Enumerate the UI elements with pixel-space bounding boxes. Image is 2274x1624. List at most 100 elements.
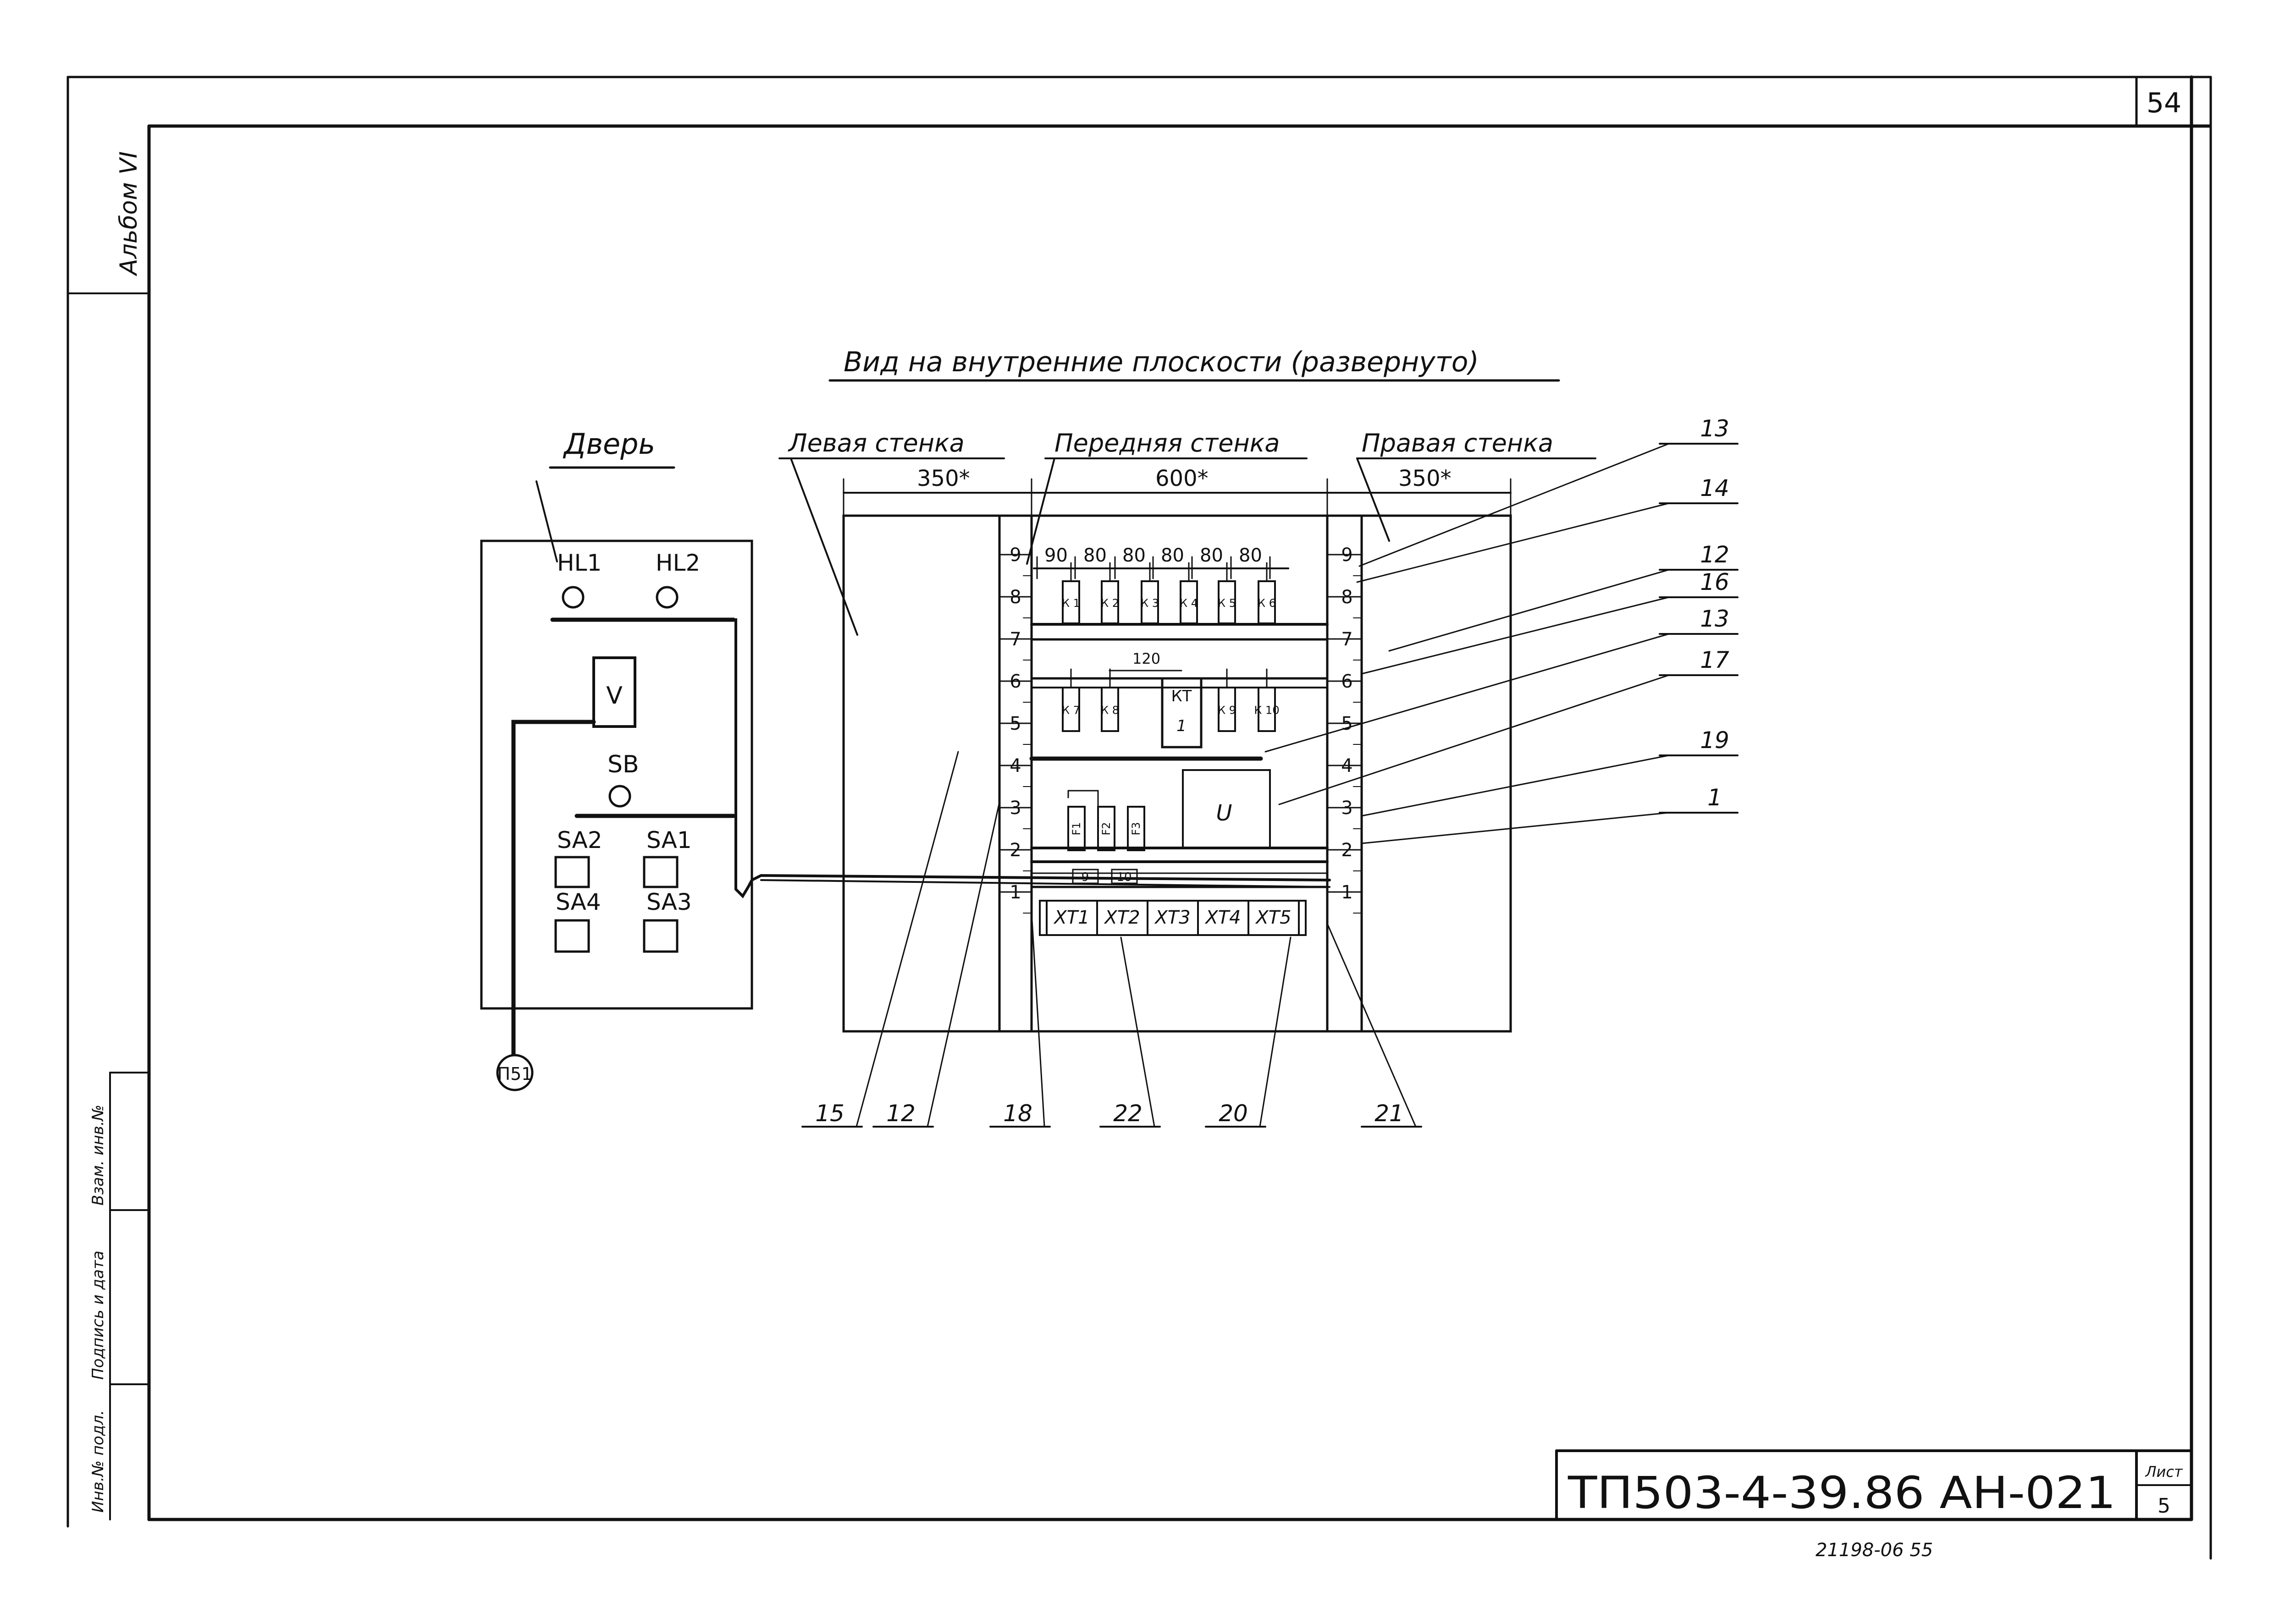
rail-tick-label: 2 — [1010, 840, 1021, 861]
small-mark-9: 9 — [1082, 870, 1089, 884]
rail-tick-label: 7 — [1010, 629, 1021, 650]
rail-tick-label: 6 — [1010, 671, 1021, 692]
terminal-end-plate — [1298, 900, 1307, 936]
callout-number: 1 — [1707, 784, 1722, 811]
callout-leader — [1031, 911, 1045, 1128]
sheet-number-top: 54 — [2147, 87, 2181, 119]
rail-tick-label: 4 — [1010, 755, 1021, 776]
lamp-label-hl1: HL1 — [557, 550, 602, 576]
timer-kt-label: КТ — [1171, 687, 1192, 705]
rail-tick-label: 3 — [1341, 798, 1352, 819]
pitch-value: 80 — [1161, 545, 1184, 566]
rail-tick-label: 2 — [1341, 840, 1352, 861]
fuse-label: F2 — [1100, 822, 1113, 835]
callout-leader — [1361, 754, 1670, 817]
timer-kt-sub: 1 — [1176, 717, 1187, 735]
cabinet: Левая стенка Передняя стенка Правая стен… — [778, 429, 1596, 1033]
relay-label: К 4 — [1180, 597, 1198, 610]
sheet-frame — [66, 75, 2212, 1560]
small-mark-10: 10 — [1116, 870, 1131, 884]
rail-tick-label: 4 — [1341, 755, 1352, 776]
callout-number: 15 — [815, 1100, 844, 1127]
pitch-value: 90 — [1044, 545, 1068, 566]
callout-leader — [856, 751, 959, 1128]
relay-label: К 8 — [1101, 704, 1119, 717]
relay-label: К 3 — [1141, 597, 1159, 610]
lamp-label-hl2: HL2 — [656, 550, 700, 576]
rail-tick-label: 7 — [1341, 629, 1352, 650]
pitch-value: 80 — [1200, 545, 1223, 566]
left-margin-strip — [67, 292, 150, 1520]
callout-number: 16 — [1700, 569, 1729, 595]
lamp-hl2-icon — [656, 586, 679, 609]
callout-leader — [1361, 812, 1670, 844]
switch-label-sa3: SA3 — [646, 889, 692, 915]
callout-number: 13 — [1700, 606, 1729, 632]
switch-label-sa2: SA2 — [557, 827, 602, 853]
relay-label: К 9 — [1218, 704, 1236, 717]
door-label: Дверь — [563, 427, 655, 461]
front-wall-label: Передняя стенка — [1054, 429, 1280, 457]
callout-number: 17 — [1700, 647, 1729, 673]
callout-leader — [927, 801, 1000, 1128]
fuse-box — [1127, 806, 1145, 851]
stamp-label-replace: Взам. инв.№ — [89, 1105, 107, 1206]
left-wall-label: Левая стенка — [788, 429, 965, 457]
callout-leader — [1264, 633, 1670, 753]
pitch-value: 80 — [1239, 545, 1262, 566]
fuse-label: F1 — [1070, 822, 1083, 835]
door-panel: Дверь HL1 HL2 V SB SA2 SA1 SA4 SA3 П51 — [480, 427, 1331, 1091]
switch-label-sa1: SA1 — [646, 827, 692, 853]
terminal-label: XT2 — [1104, 907, 1140, 928]
callout-leader — [1356, 502, 1670, 583]
voltmeter-icon — [592, 656, 636, 728]
switch-label-sa4: SA4 — [556, 889, 601, 915]
callout-leader — [1278, 674, 1670, 805]
callout-leader — [1358, 443, 1670, 567]
drawing-title: Вид на внутренние плоскости (развернуто) — [844, 346, 1479, 378]
fuse-box — [1097, 806, 1115, 851]
kt-spacing-dim: 120 — [1132, 650, 1160, 667]
callout-number: 13 — [1700, 415, 1729, 442]
terminal-label: XT3 — [1154, 907, 1190, 928]
callout-number: 12 — [886, 1100, 916, 1127]
callout-leader — [1259, 936, 1292, 1128]
rail-tick-label: 3 — [1010, 798, 1021, 819]
left-wall-width: 350* — [917, 466, 970, 491]
pitch-value: 80 — [1083, 545, 1107, 566]
voltmeter-label: V — [606, 682, 623, 710]
relay-label: К 5 — [1218, 597, 1236, 610]
rail-tick-label: 9 — [1341, 545, 1352, 566]
timer-kt-icon — [1161, 677, 1203, 749]
fuse-box — [1067, 806, 1086, 851]
drawing-designation: ТП503-4-39.86 АН-021 — [1568, 1467, 2116, 1519]
terminal-label: XT4 — [1204, 907, 1241, 928]
relay-label: К 10 — [1254, 704, 1279, 717]
cable-p51-label: П51 — [497, 1064, 533, 1084]
rail-tick-label: 8 — [1010, 587, 1021, 608]
rail-tick-label: 1 — [1341, 882, 1352, 903]
sheet-value: 5 — [2158, 1494, 2170, 1518]
footer-note: 21198-06 55 — [1816, 1540, 1933, 1561]
title-block — [1555, 1449, 2193, 1521]
callout-number: 21 — [1374, 1100, 1404, 1127]
relay-label: К 2 — [1101, 597, 1119, 610]
terminal-end-plate — [1039, 900, 1048, 936]
front-wall-width: 600* — [1155, 466, 1209, 491]
callout-leader — [1361, 596, 1670, 675]
rail-tick-label: 8 — [1341, 587, 1352, 608]
button-sb-icon — [608, 785, 631, 808]
callout-number: 22 — [1113, 1100, 1143, 1127]
switch-sa2-icon — [554, 856, 590, 888]
callout-number: 20 — [1219, 1100, 1248, 1127]
callout-leader — [1388, 569, 1670, 652]
